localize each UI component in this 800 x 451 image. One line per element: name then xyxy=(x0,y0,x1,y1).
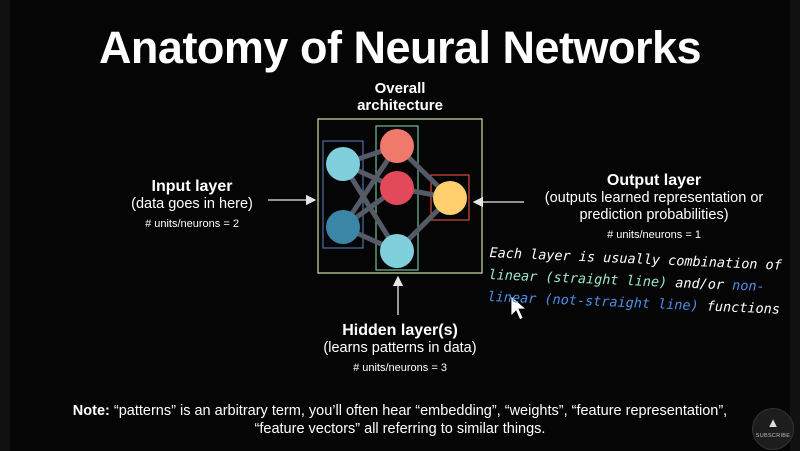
annotation-andor: and/or xyxy=(666,274,733,294)
note-line-2: “feature vectors” all referring to simil… xyxy=(254,421,546,437)
output-layer-description-2: prediction probabilities) xyxy=(579,207,729,223)
frame-edge-left xyxy=(0,0,10,451)
slide-title: Anatomy of Neural Networks xyxy=(98,22,702,73)
output-layer-units: # units/neurons = 1 xyxy=(607,229,701,241)
subscribe-button[interactable]: ▲ SUBSCRIBE xyxy=(752,408,794,450)
note-text: Note: “patterns” is an arbitrary term, y… xyxy=(0,402,800,438)
input-neuron-1 xyxy=(326,147,360,181)
input-layer-description: (data goes in here) xyxy=(131,196,253,212)
note-line-1-text: “patterns” is an arbitrary term, you’ll … xyxy=(109,403,728,419)
hidden-layer-box xyxy=(375,125,419,271)
annotation-functions: functions xyxy=(698,298,781,318)
output-layer-box xyxy=(430,174,470,221)
note-label: Note: xyxy=(72,403,110,419)
input-layer-title: Input layer xyxy=(151,178,233,195)
hidden-neuron-3 xyxy=(380,234,414,268)
overall-architecture-text: Overall architecture xyxy=(357,80,443,114)
output-neuron xyxy=(433,181,467,215)
flame-logo-icon: ▲ xyxy=(766,415,780,430)
handwritten-annotation: Each layer is usually combination of lin… xyxy=(487,242,790,321)
subscribe-label: SUBSCRIBE xyxy=(755,433,791,439)
hidden-layer-label: Hidden layer(s) (learns patterns in data… xyxy=(300,322,500,377)
input-layer-units: # units/neurons = 2 xyxy=(145,218,239,230)
note-line-1: Note: “patterns” is an arbitrary term, y… xyxy=(0,402,800,420)
output-layer-description-1: (outputs learned representation or xyxy=(544,190,764,206)
hidden-layer-units: # units/neurons = 3 xyxy=(353,362,447,374)
input-neuron-2 xyxy=(326,210,360,244)
annotation-non: non- xyxy=(731,277,766,296)
output-layer-label: Output layer (outputs learned representa… xyxy=(528,172,780,244)
overall-architecture-label: Overall architecture xyxy=(330,80,470,114)
overall-architecture-box xyxy=(317,118,483,274)
hidden-layer-title: Hidden layer(s) xyxy=(342,322,458,339)
hidden-neuron-2 xyxy=(380,171,414,205)
frame-edge-right xyxy=(790,0,800,451)
output-layer-title: Output layer xyxy=(606,172,702,189)
mouse-cursor-icon xyxy=(510,295,528,321)
hidden-neuron-1 xyxy=(380,129,414,163)
hidden-layer-description: (learns patterns in data) xyxy=(323,340,477,356)
input-layer-label: Input layer (data goes in here) # units/… xyxy=(118,178,266,233)
